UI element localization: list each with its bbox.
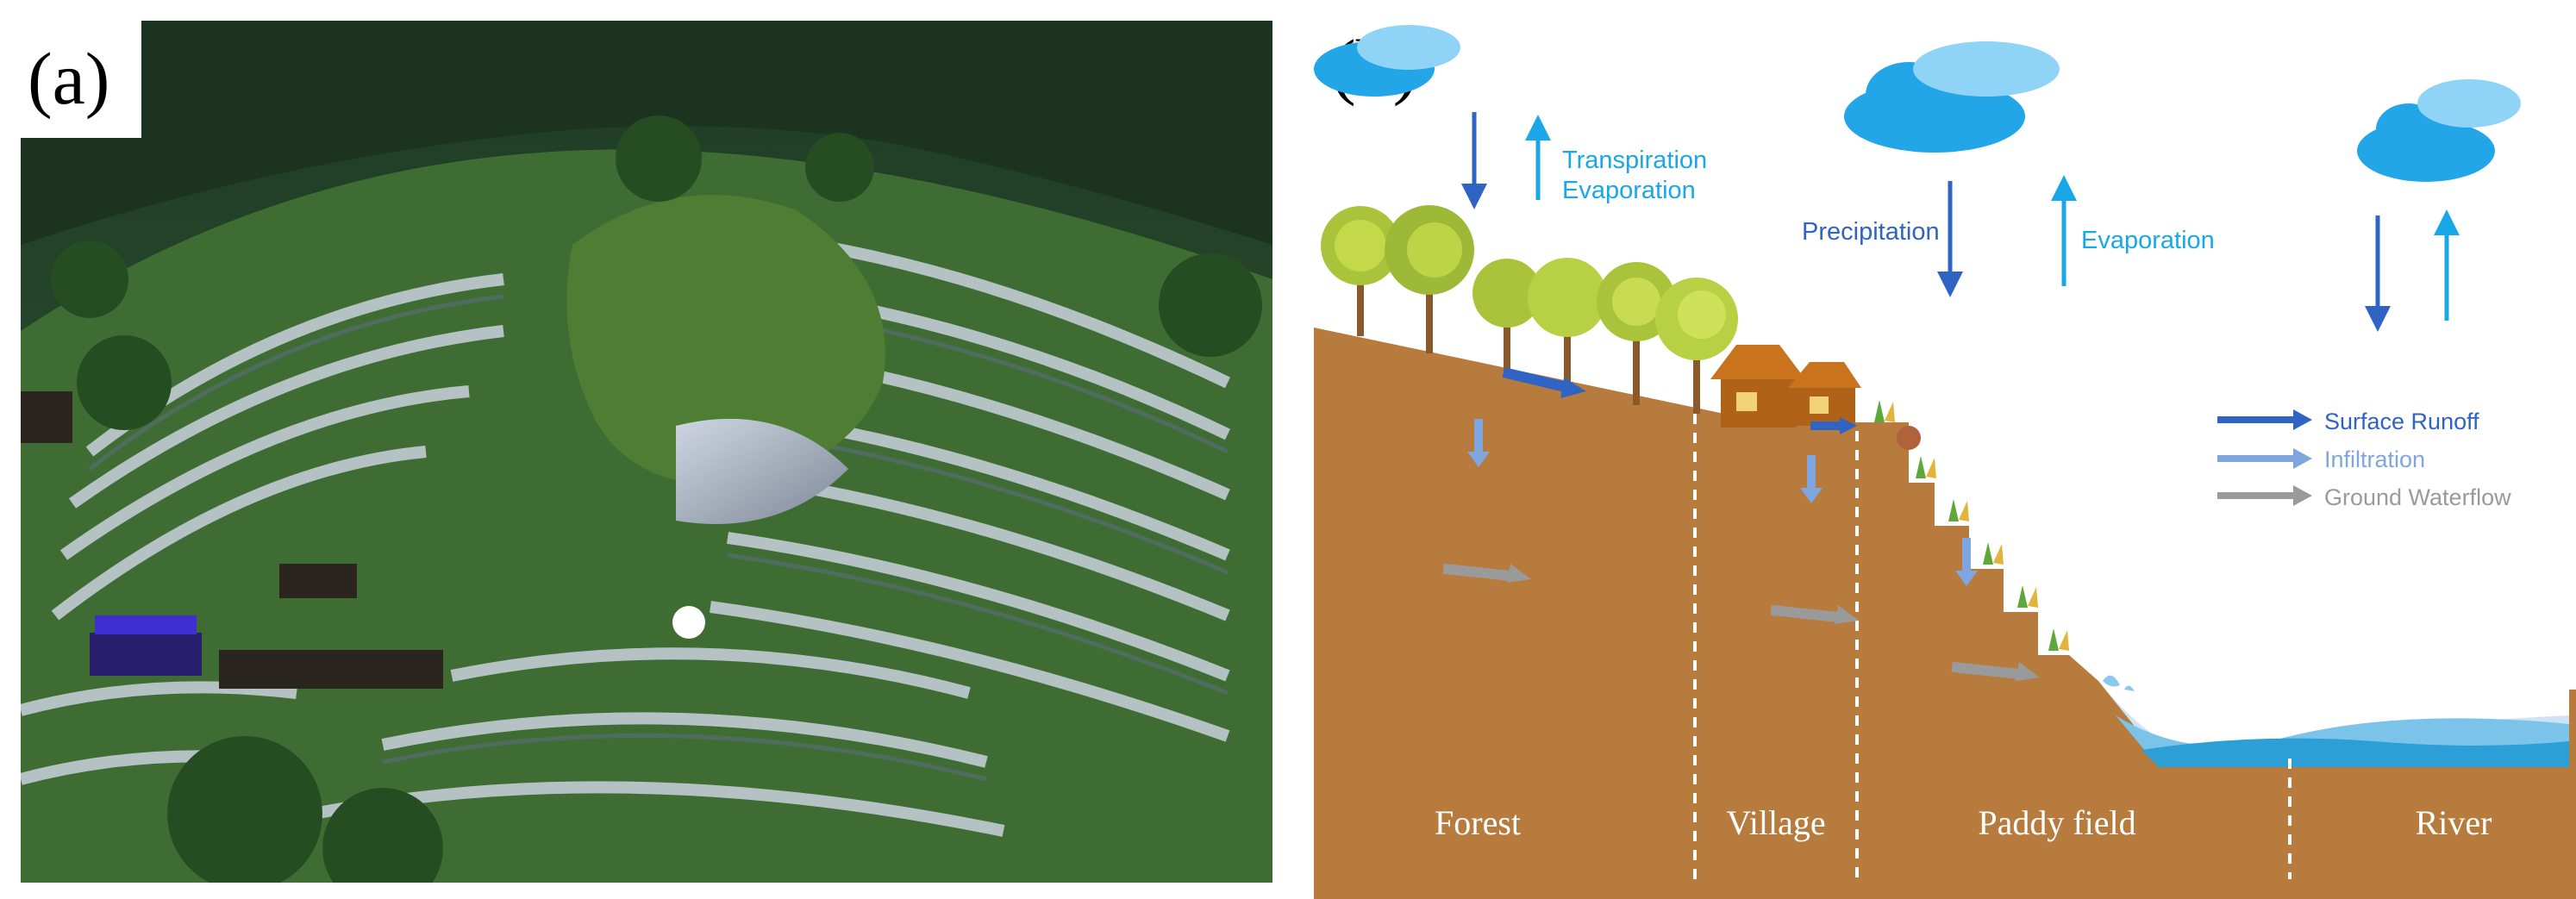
legend-label-ground-waterflow: Ground Waterflow <box>2324 484 2511 510</box>
hydrology-diagram-panel: (b) Forest Village Paddy field River <box>1305 0 2576 899</box>
legend-swatch-ground-waterflow <box>2217 492 2295 499</box>
rice-plants-icon <box>1874 400 2069 651</box>
marker-dot <box>672 606 705 639</box>
terraced-paddy-photo: (a) <box>21 21 1272 883</box>
legend-swatch-infiltration <box>2217 455 2295 462</box>
zone-label-village: Village <box>1726 803 1825 842</box>
zone-label-river: River <box>2416 803 2492 842</box>
surface-runoff-arrow-forest <box>1502 367 1571 393</box>
legend-label-infiltration: Infiltration <box>2324 446 2425 472</box>
cloud-icon-left <box>1314 25 1460 97</box>
panel-a-label: (a) <box>28 37 109 120</box>
ground-waterflow-arrows <box>1442 563 2040 681</box>
evaporation-label: Evaporation <box>2081 227 2215 254</box>
infiltration-arrows <box>1467 419 1978 586</box>
legend: Surface Runoff Infiltration Ground Water… <box>2217 409 2511 510</box>
cloud-icon-right <box>2357 79 2521 182</box>
legend-label-surface-runoff: Surface Runoff <box>2324 409 2479 434</box>
zone-label-forest: Forest <box>1435 803 1521 842</box>
village-houses-icon <box>1710 345 1861 428</box>
precipitation-label: Precipitation <box>1802 218 1940 246</box>
legend-swatch-surface-runoff <box>2217 416 2295 423</box>
evaporation-forest-label: Evaporation <box>1562 177 1696 204</box>
cloud-icon-center <box>1844 41 2060 153</box>
hydrology-diagram: (b) Forest Village Paddy field River <box>1314 24 2576 899</box>
terrace-photo-panel: (a) <box>21 21 1272 883</box>
transpiration-label: Transpiration <box>1562 147 1707 174</box>
forest-trees-icon <box>1321 205 1738 414</box>
zone-label-paddy: Paddy field <box>1978 803 2135 842</box>
